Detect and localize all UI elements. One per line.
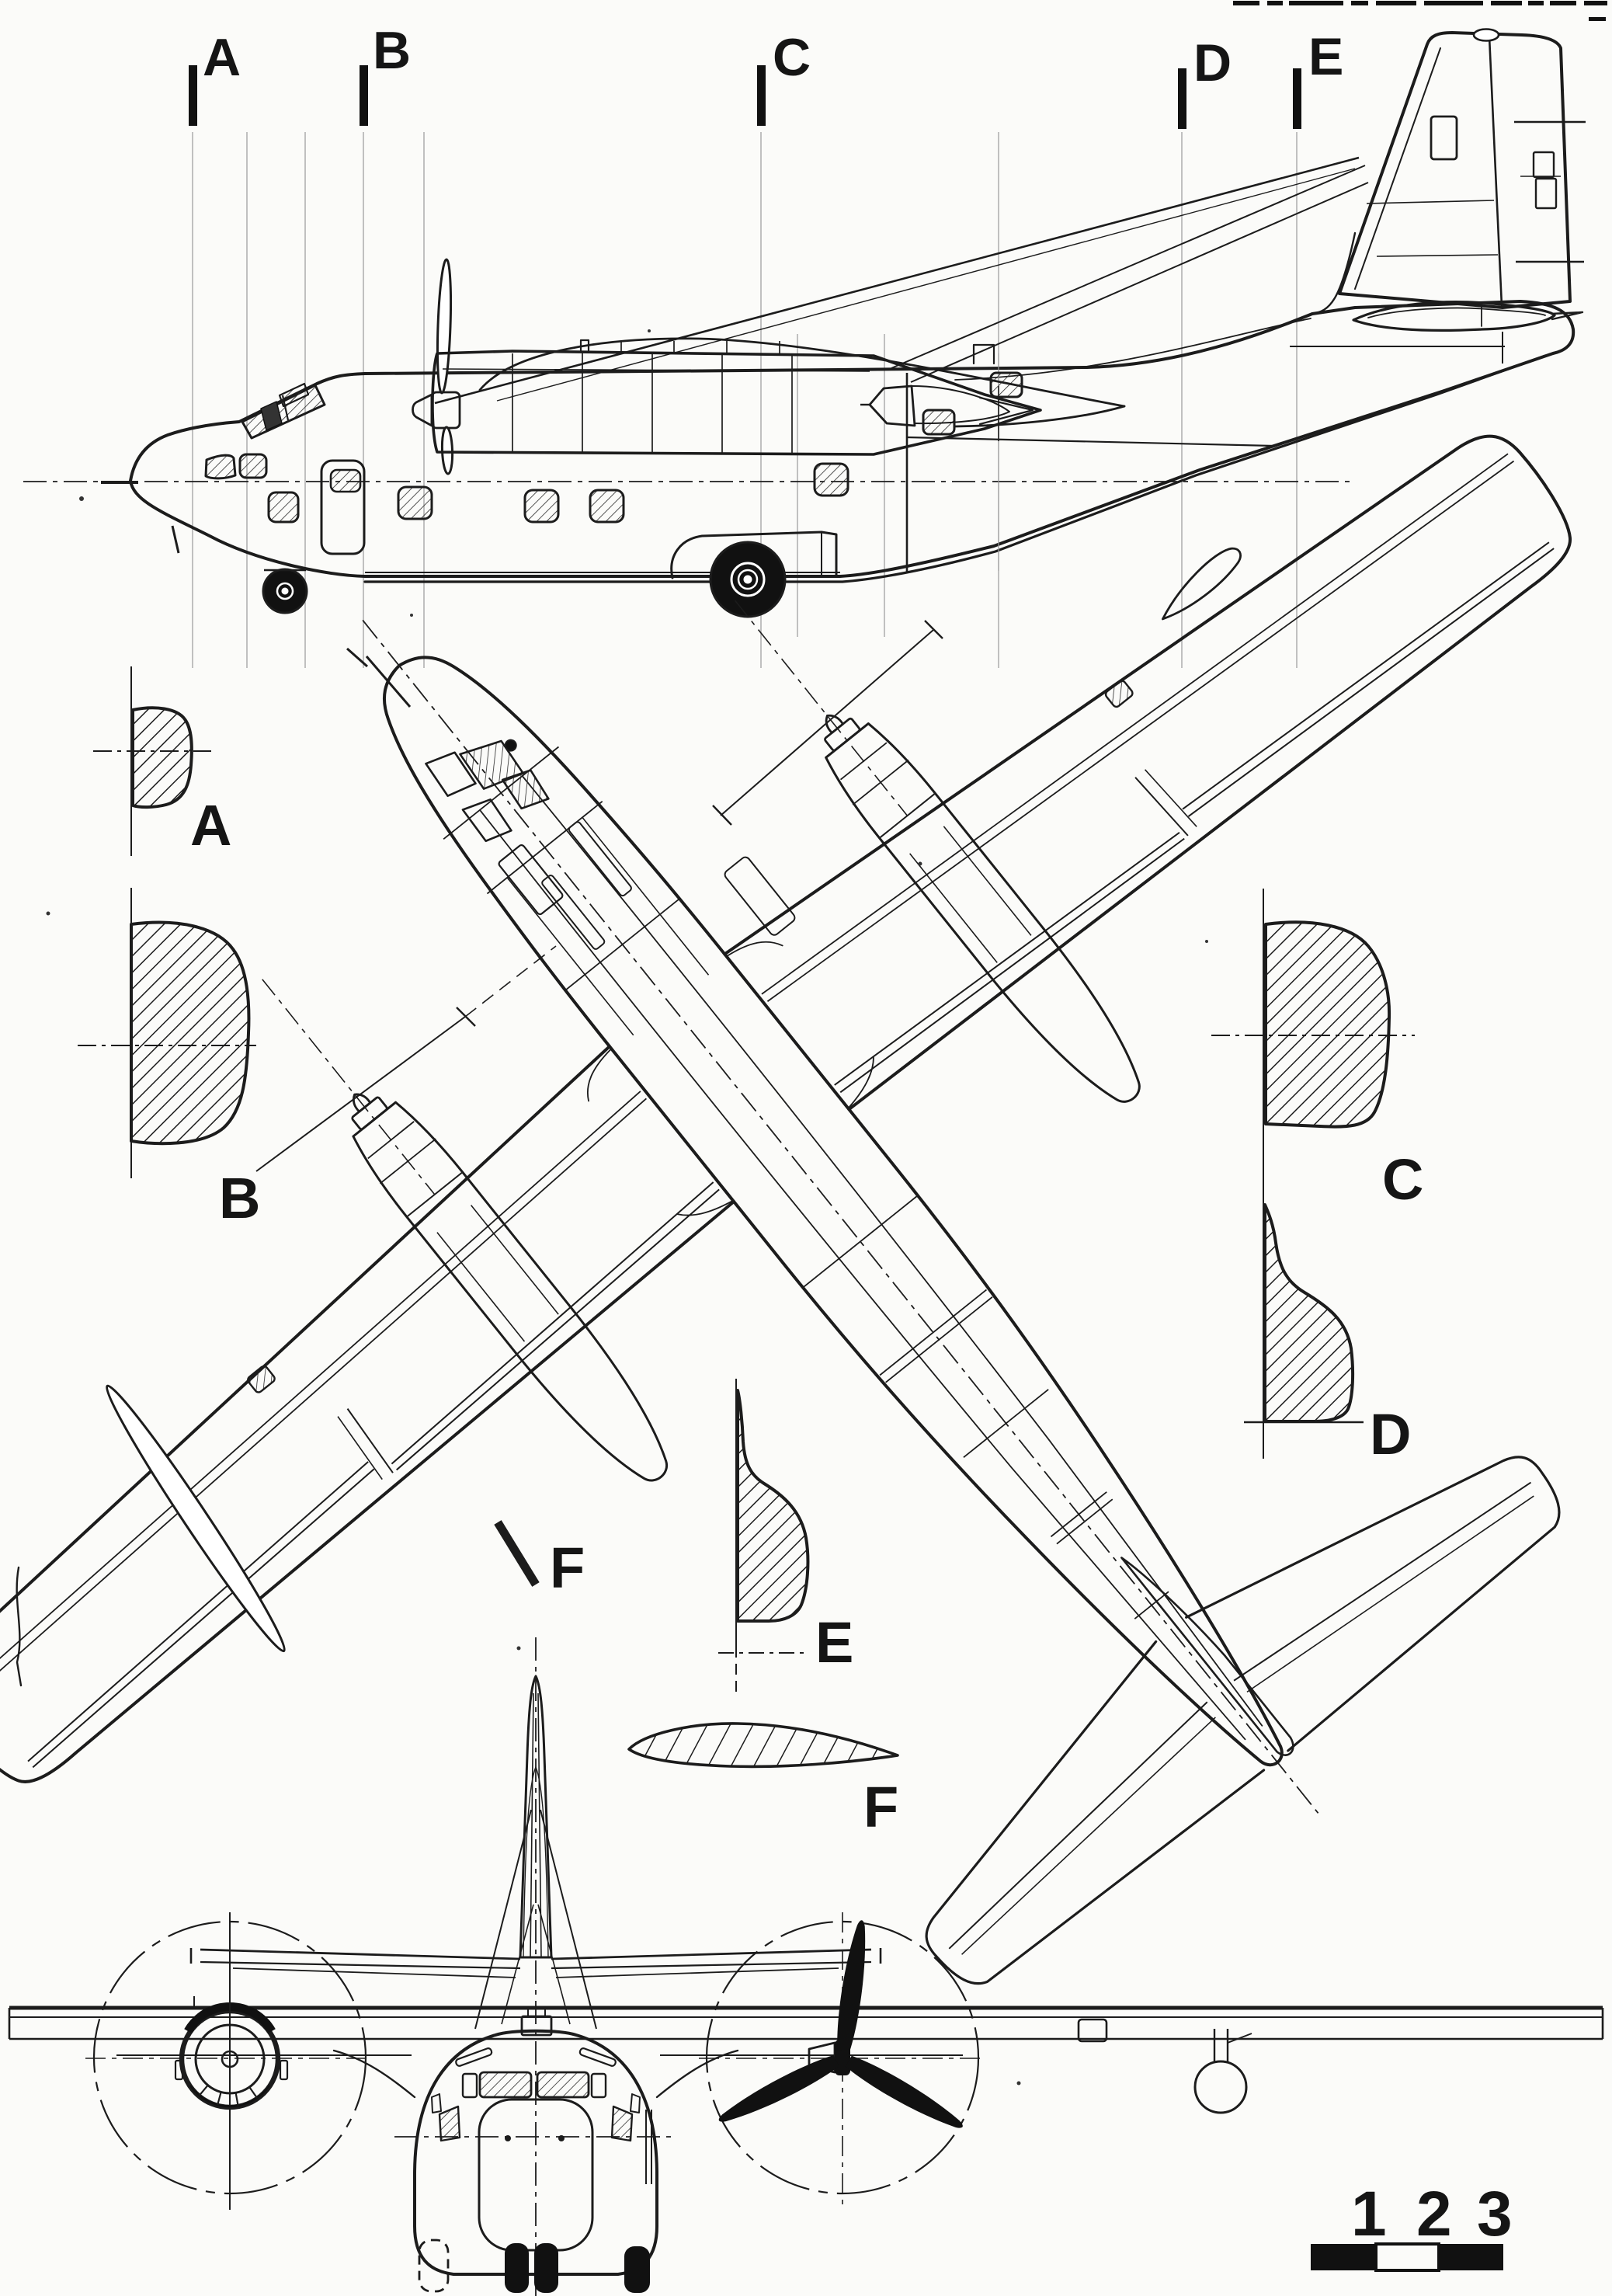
svg-text:3: 3 bbox=[1477, 2179, 1513, 2249]
svg-text:2: 2 bbox=[1416, 2179, 1452, 2249]
svg-text:C: C bbox=[773, 28, 811, 87]
svg-text:1: 1 bbox=[1351, 2179, 1387, 2249]
svg-text:C: C bbox=[1382, 1147, 1423, 1212]
svg-text:B: B bbox=[373, 21, 411, 80]
svg-text:E: E bbox=[815, 1610, 853, 1675]
svg-text:A: A bbox=[190, 793, 231, 858]
svg-text:D: D bbox=[1193, 33, 1232, 92]
svg-text:D: D bbox=[1370, 1402, 1411, 1466]
svg-text:F: F bbox=[863, 1775, 898, 1839]
svg-text:B: B bbox=[219, 1166, 260, 1230]
svg-text:A: A bbox=[203, 28, 241, 87]
svg-text:E: E bbox=[1308, 27, 1343, 86]
svg-text:F: F bbox=[550, 1536, 585, 1600]
